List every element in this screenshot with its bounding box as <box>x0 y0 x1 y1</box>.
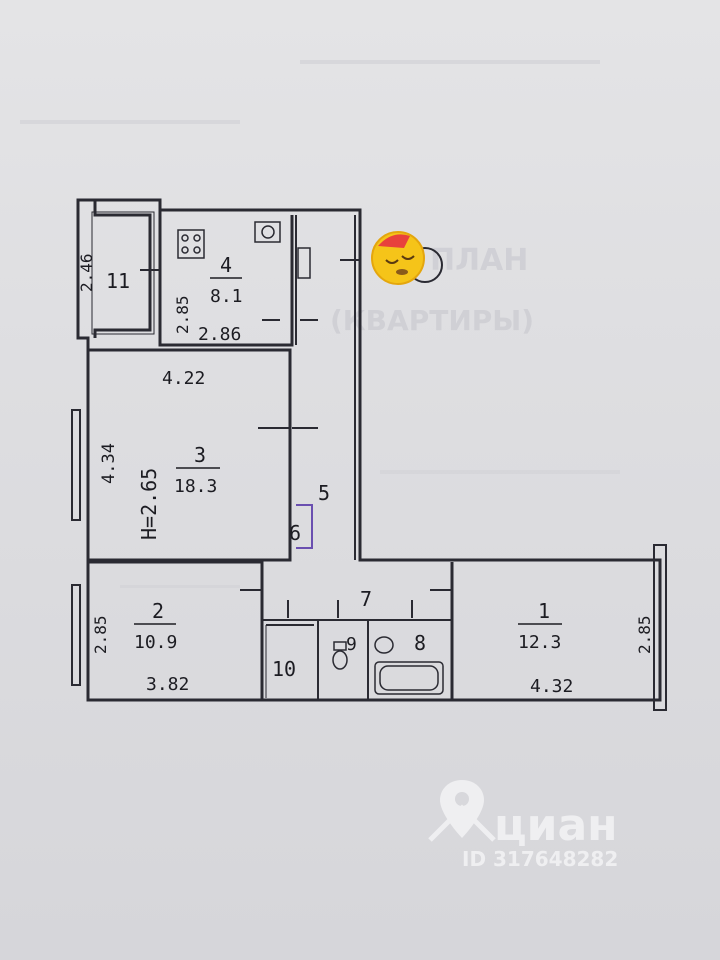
room2-dim-side: 2.85 <box>91 615 110 654</box>
fridge-icon <box>297 247 311 279</box>
room1-number: 1 <box>538 599 550 623</box>
closet-number: 6 <box>289 521 301 545</box>
fixtures <box>177 221 444 695</box>
bathtub-icon <box>374 661 444 695</box>
room3-height: H=2.65 <box>137 468 161 540</box>
room3-dim-top: 4.22 <box>162 368 205 389</box>
sleepy-face-emoji <box>371 231 443 285</box>
room3-dim-side: 4.34 <box>99 443 119 484</box>
kitchen-dim-bottom: 2.86 <box>198 324 241 345</box>
kitchen-dim-side: 2.85 <box>173 295 192 334</box>
kitchen-area: 8.1 <box>210 286 243 307</box>
washbasin-icon <box>374 636 394 654</box>
room-labels: 11 2.46 4 8.1 2.85 2.86 4.22 4.34 H=2.65… <box>77 253 654 697</box>
storage-number: 10 <box>272 657 296 681</box>
cian-watermark: циан ID 317648282 <box>428 780 618 871</box>
room1-dim-side: 2.85 <box>635 615 654 654</box>
watermark-id: ID 317648282 <box>462 847 618 871</box>
walls <box>71 198 667 711</box>
background-ghost-text: ПЛАН (КВАРТИРЫ) <box>20 60 620 588</box>
stove-icon <box>177 229 205 259</box>
room2-number: 2 <box>152 599 164 623</box>
balcony-number: 11 <box>106 269 130 293</box>
location-pin-icon <box>428 780 496 842</box>
room1-area: 12.3 <box>518 632 561 653</box>
svg-text:(КВАРТИРЫ): (КВАРТИРЫ) <box>330 304 534 337</box>
watermark-brand: циан <box>494 800 618 851</box>
bath-number: 8 <box>414 631 426 655</box>
room3-area: 18.3 <box>174 476 217 497</box>
balcony-dim: 2.46 <box>77 253 96 292</box>
sink-icon <box>254 221 281 243</box>
room1-dim-bottom: 4.32 <box>530 676 573 697</box>
svg-text:ПЛАН: ПЛАН <box>430 243 528 278</box>
hall-number: 7 <box>360 587 372 611</box>
wc-number: 9 <box>346 634 357 655</box>
room2-dim-bottom: 3.82 <box>146 674 189 695</box>
kitchen-number: 4 <box>220 253 232 277</box>
toilet-icon <box>332 650 348 670</box>
room2-area: 10.9 <box>134 632 177 653</box>
room3-number: 3 <box>194 443 206 467</box>
corridor-number: 5 <box>318 481 330 505</box>
